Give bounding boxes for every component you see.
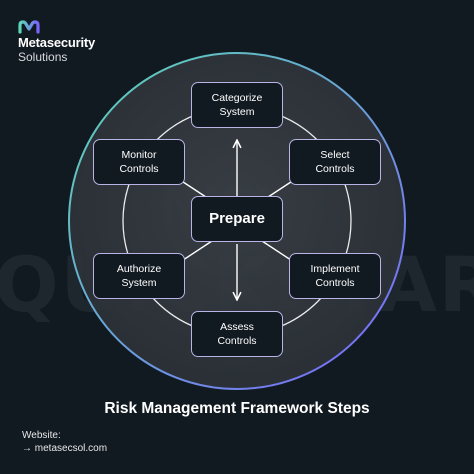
step-authorize-system[interactable]: Authorize System <box>93 253 185 299</box>
step-label-line1: Categorize <box>211 92 263 104</box>
step-prepare[interactable]: Prepare <box>191 196 283 242</box>
step-label-line1: Implement <box>310 263 360 275</box>
step-label-line2: Controls <box>315 277 355 289</box>
step-label-line1: Select <box>320 149 350 161</box>
step-label-line1: Monitor <box>121 149 157 161</box>
step-label-line2: System <box>121 277 157 289</box>
diagram-title: Risk Management Framework Steps <box>104 400 370 417</box>
website-label: Website: <box>22 430 61 441</box>
step-label-line2: Controls <box>217 335 257 347</box>
step-assess-controls[interactable]: Assess Controls <box>191 311 283 357</box>
brand-name: Metasecurity <box>18 35 96 50</box>
logo-mark-icon <box>18 20 40 34</box>
step-categorize-system[interactable]: Categorize System <box>191 82 283 128</box>
step-select-controls[interactable]: Select Controls <box>289 139 381 185</box>
step-implement-controls[interactable]: Implement Controls <box>289 253 381 299</box>
step-monitor-controls[interactable]: Monitor Controls <box>93 139 185 185</box>
brand-subtitle: Solutions <box>18 50 68 64</box>
step-label-line2: Controls <box>315 163 355 175</box>
step-label-line2: Controls <box>119 163 159 175</box>
step-label: Prepare <box>209 210 265 227</box>
website-link[interactable]: → metasecsol.com <box>22 443 108 454</box>
step-label-line1: Assess <box>220 321 254 333</box>
step-label-line2: System <box>219 106 255 118</box>
step-label-line1: Authorize <box>116 263 162 275</box>
brand-logo[interactable]: Metasecurity Solutions <box>18 18 138 64</box>
